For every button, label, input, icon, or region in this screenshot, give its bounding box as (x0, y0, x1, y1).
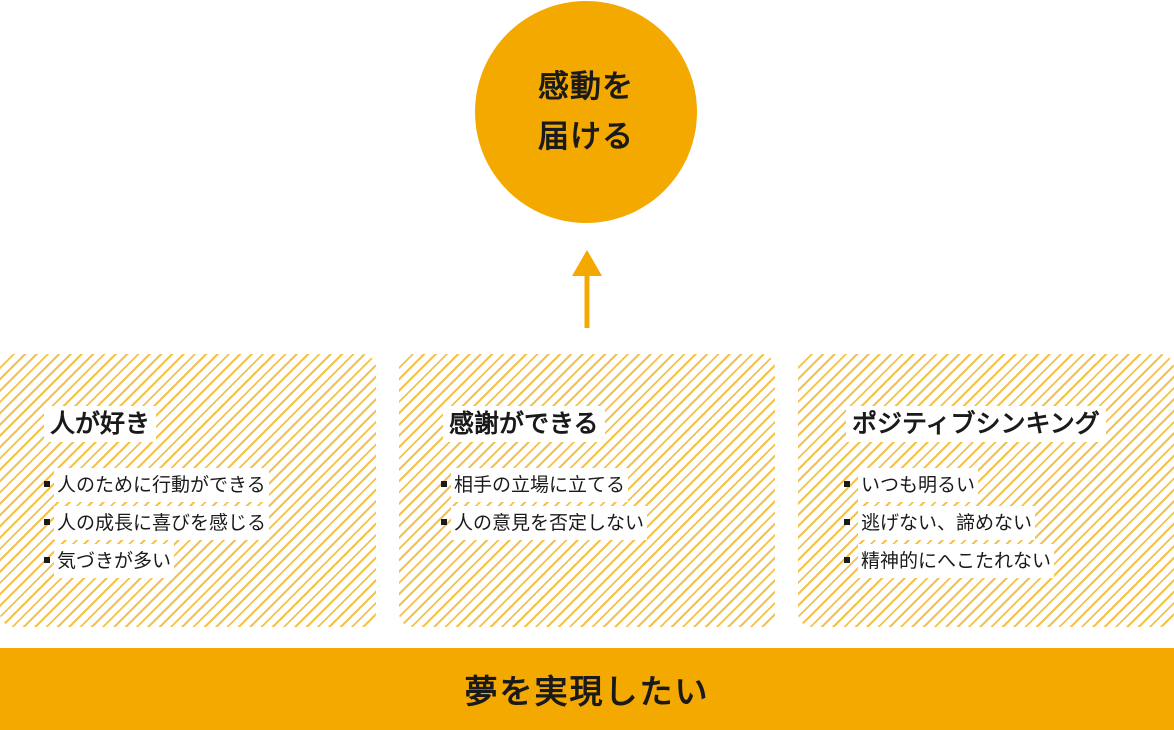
bullet-icon (844, 481, 850, 487)
bullet-icon (441, 519, 447, 525)
list-item-text: 逃げない、諦めない (858, 506, 1036, 540)
list-item-text: 気づきが多い (54, 544, 175, 578)
list-item-text: 精神的にへこたれない (858, 544, 1055, 578)
goal-line-1: 感動を (538, 69, 634, 105)
card-title: 感謝ができる (443, 406, 605, 442)
list-item-text: 人のために行動ができる (54, 468, 269, 502)
list-item-text: 人の成長に喜びを感じる (54, 506, 270, 540)
bullet-icon (44, 481, 50, 487)
bullet-icon (44, 557, 50, 563)
list-item-text: いつも明るい (858, 468, 979, 502)
foundation-label: 夢を実現したい (464, 672, 710, 711)
card-title: 人が好き (44, 406, 157, 442)
list-item-text: 人の意見を否定しない (451, 506, 648, 540)
goal-line-2: 届ける (538, 119, 634, 155)
bullet-icon (44, 519, 50, 525)
bullet-icon (844, 557, 850, 563)
list-item-text: 相手の立場に立てる (451, 468, 629, 502)
foundation-banner: 夢を実現したい (0, 648, 1174, 730)
bullet-icon (844, 519, 850, 525)
up-arrow-icon (572, 250, 602, 328)
goal-circle: 感動を 届ける (475, 1, 697, 223)
card-positive (798, 354, 1174, 627)
bullet-icon (441, 481, 447, 487)
card-title: ポジティブシンキング (846, 406, 1106, 442)
